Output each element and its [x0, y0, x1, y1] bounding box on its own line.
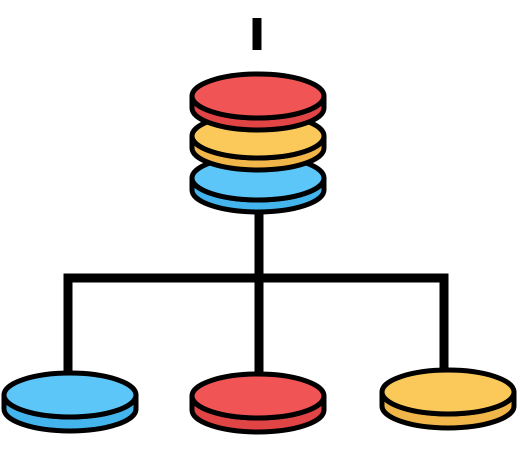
output-disk-red — [189, 371, 327, 435]
connector-lines — [63, 18, 449, 378]
output-disks — [1, 367, 517, 435]
output-disk-blue-top — [1, 370, 139, 420]
branch-line — [63, 273, 449, 372]
stack-disk-red — [189, 71, 327, 133]
output-disk-yellow-top — [379, 367, 517, 417]
output-disk-yellow — [379, 367, 517, 431]
output-disk-red-top — [189, 371, 327, 421]
disk-stack — [189, 71, 327, 215]
output-disk-blue — [1, 370, 139, 434]
stack-disk-red-top — [189, 71, 327, 121]
